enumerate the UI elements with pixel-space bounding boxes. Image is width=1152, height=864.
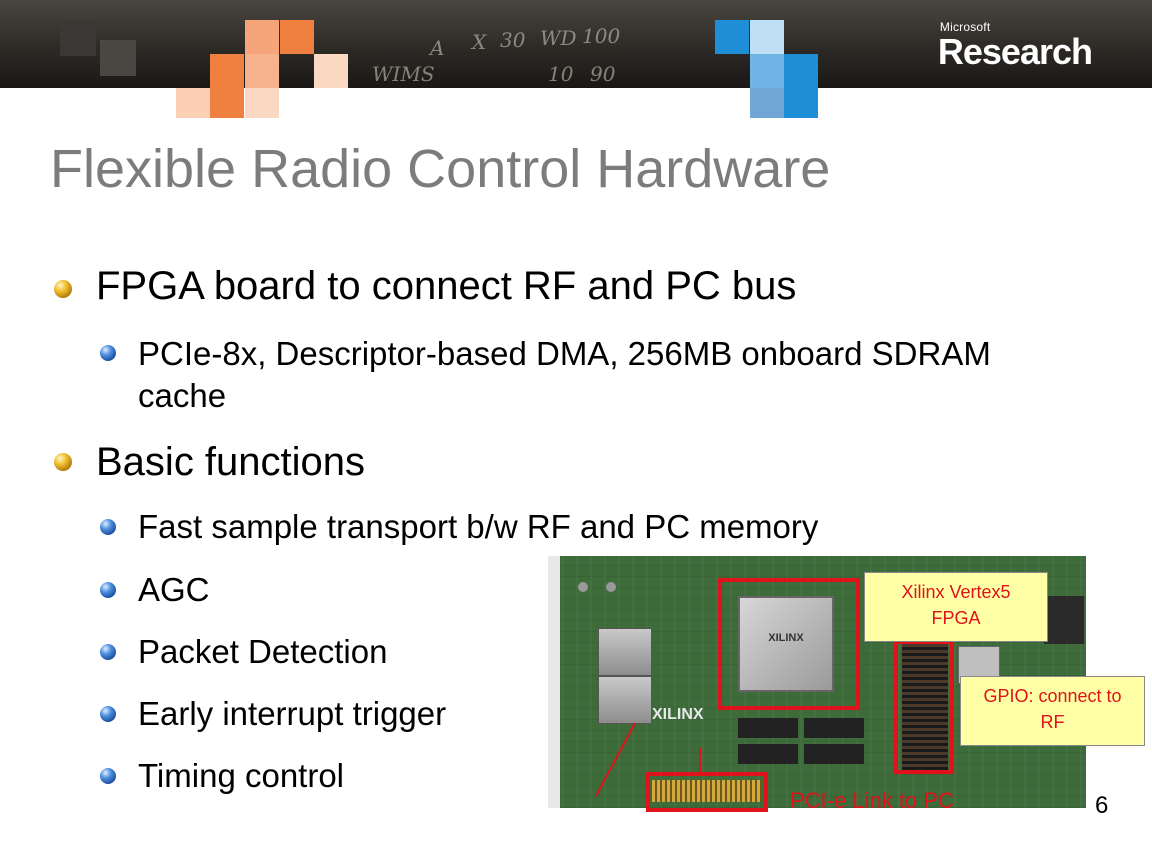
memory-chip: [738, 718, 798, 738]
header-banner: WIMS A X 30 WD 100 10 90 Microsoft Resea…: [0, 0, 1152, 88]
page-number: 6: [1095, 792, 1109, 819]
memory-chip: [738, 744, 798, 764]
blue-bullet-icon: [100, 519, 116, 535]
gpio-highlight-box: [894, 640, 954, 774]
blue-bullet-icon: [100, 345, 116, 361]
chalk-text: X: [472, 30, 487, 54]
gpio-header: [902, 644, 948, 770]
bullet-level2: Packet Detection: [138, 633, 388, 670]
decor-square: [245, 88, 279, 118]
pcie-edge-connector: [652, 780, 762, 802]
gpio-callout: GPIO: connect to RF: [960, 676, 1145, 746]
fpga-callout: Xilinx Vertex5 FPGA: [864, 572, 1048, 642]
chip-label: XILINX: [768, 632, 804, 644]
chalk-text: WD: [540, 26, 577, 50]
slide-title: Flexible Radio Control Hardware: [50, 139, 831, 199]
header-tile: [280, 20, 314, 54]
logo-microsoft-text: Microsoft: [939, 20, 991, 34]
blue-bullet-icon: [100, 768, 116, 784]
chalk-text: 10: [548, 62, 574, 86]
sfp-cage: [598, 628, 652, 676]
decor-square: [176, 88, 210, 118]
microsoft-research-logo: Microsoft Research: [937, 20, 1093, 73]
memory-chip: [804, 718, 864, 738]
header-tile: [60, 20, 96, 56]
bullet-level1: FPGA board to connect RF and PC bus: [96, 264, 797, 308]
gold-bullet-icon: [54, 453, 72, 471]
chalk-text: 90: [590, 62, 616, 86]
header-tile: [210, 54, 244, 88]
header-tile: [750, 54, 784, 88]
bullet-level2: PCIe-8x, Descriptor-based DMA, 256MB onb…: [138, 335, 991, 414]
header-tile: [784, 54, 818, 88]
bullet-level2: Timing control: [138, 757, 345, 794]
board-bracket: [548, 556, 560, 808]
header-tile: [245, 20, 279, 54]
bullet-level2: AGC: [138, 571, 210, 608]
blue-bullet-icon: [100, 706, 116, 722]
chalk-text: 30: [500, 28, 526, 52]
chalk-text: A: [430, 36, 445, 60]
decor-square: [210, 88, 244, 118]
header-tile: [245, 54, 279, 88]
bullet-level2: Fast sample transport b/w RF and PC memo…: [138, 508, 819, 545]
header-tile: [715, 20, 749, 54]
sfp-cage: [598, 676, 652, 724]
blue-bullet-icon: [100, 644, 116, 660]
pcie-callout: PCI-e Link to PC: [790, 788, 954, 813]
logo-research-text: Research: [937, 31, 1093, 72]
chalk-text: WIMS: [372, 62, 435, 86]
capacitor: [578, 582, 588, 592]
fpga-highlight-box: [718, 578, 860, 710]
decor-square: [750, 88, 784, 118]
header-tile: [100, 40, 136, 76]
bullet-level2: Early interrupt trigger: [138, 695, 447, 732]
header-tile: [314, 54, 348, 88]
capacitor: [606, 582, 616, 592]
chalk-text: 100: [582, 24, 621, 48]
memory-chip: [804, 744, 864, 764]
pcie-highlight-box: [646, 772, 768, 812]
header-tile: [750, 20, 784, 54]
blue-bullet-icon: [100, 582, 116, 598]
board-silkscreen: XILINX: [652, 706, 704, 723]
decor-square: [784, 88, 818, 118]
gold-bullet-icon: [54, 280, 72, 298]
board-chip: [1044, 596, 1084, 644]
bullet-level1: Basic functions: [96, 440, 366, 484]
fpga-chip: XILINX: [738, 596, 834, 692]
